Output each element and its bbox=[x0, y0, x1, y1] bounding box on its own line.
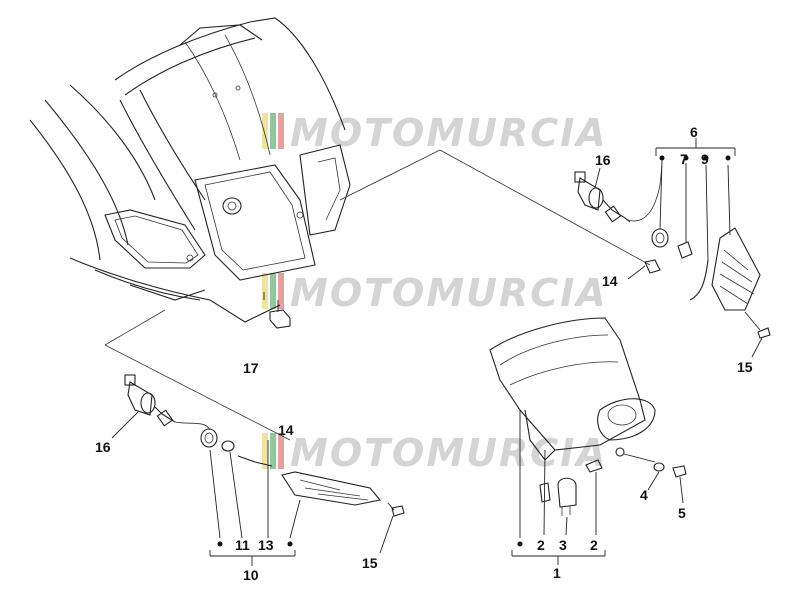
part-17-clip bbox=[263, 292, 291, 329]
watermark-flag-yellow bbox=[262, 433, 268, 469]
callout-10: 10 bbox=[243, 567, 259, 583]
callout-3: 3 bbox=[559, 537, 567, 553]
callout-15: 15 bbox=[362, 555, 378, 571]
callout-16: 16 bbox=[595, 152, 611, 168]
watermark-middle: MOTOMURCIA bbox=[262, 271, 608, 315]
callout-9: 9 bbox=[701, 151, 709, 167]
callout-15: 15 bbox=[737, 359, 753, 375]
callout-1: 1 bbox=[553, 565, 561, 581]
callout-17: 17 bbox=[243, 360, 259, 376]
guide-line bbox=[104, 309, 166, 346]
watermark-flag-green bbox=[270, 113, 276, 149]
callout-4: 4 bbox=[640, 487, 648, 503]
watermark-text: MOTOMURCIA bbox=[290, 271, 608, 315]
callout-13: 13 bbox=[258, 537, 274, 553]
tail-light-assembly bbox=[489, 317, 687, 565]
left-indicator-assembly bbox=[111, 374, 405, 566]
watermark-text: MOTOMURCIA bbox=[290, 111, 608, 155]
watermark-flag-green bbox=[270, 433, 276, 469]
watermark-bottom: MOTOMURCIA bbox=[262, 431, 608, 475]
right-indicator-assembly bbox=[574, 138, 771, 358]
callout-11: 11 bbox=[235, 537, 250, 553]
watermark-flag-yellow bbox=[262, 113, 268, 149]
watermark-flag-green bbox=[270, 273, 276, 309]
watermark-top: MOTOMURCIA bbox=[262, 111, 608, 155]
callout-7: 7 bbox=[680, 151, 688, 167]
callout-16: 16 bbox=[95, 439, 111, 455]
guide-line bbox=[339, 149, 441, 201]
callout-5: 5 bbox=[678, 505, 686, 521]
callout-2: 2 bbox=[537, 537, 545, 553]
watermark-flag-red bbox=[278, 273, 284, 309]
callout-14: 14 bbox=[602, 273, 618, 289]
callout-2: 2 bbox=[590, 537, 598, 553]
callout-6: 6 bbox=[690, 124, 698, 140]
watermark-text: MOTOMURCIA bbox=[290, 431, 608, 475]
scooter-rear-body bbox=[29, 17, 351, 323]
watermark-flag-red bbox=[278, 113, 284, 149]
callout-14: 14 bbox=[278, 422, 294, 438]
guide-line bbox=[439, 149, 651, 266]
watermark-flag-yellow bbox=[262, 273, 268, 309]
watermark-flag-red bbox=[278, 433, 284, 469]
guide-line bbox=[104, 344, 291, 441]
